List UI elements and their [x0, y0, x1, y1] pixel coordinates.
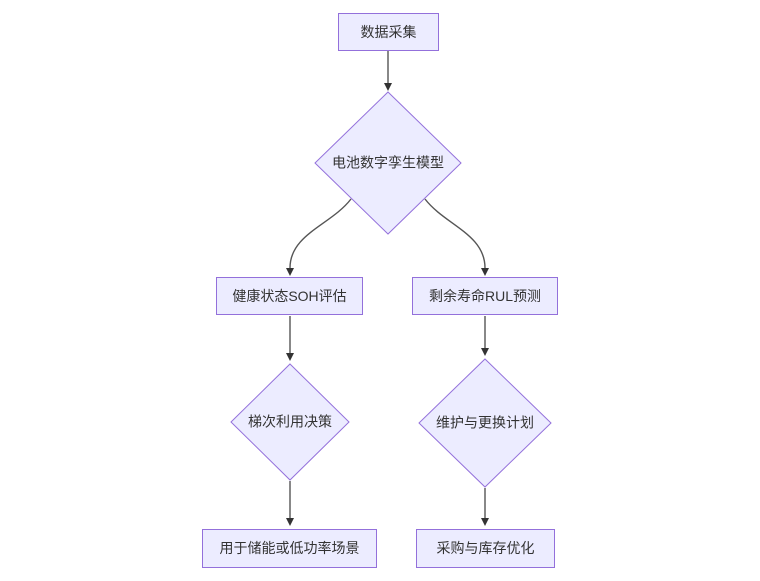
arrowhead-icon [481, 268, 489, 276]
node-storage-low-power-scenario: 用于储能或低功率场景 [202, 529, 377, 568]
edge-data-collection-to-model [384, 51, 392, 91]
node-soh-evaluation-label: 健康状态SOH评估 [232, 287, 347, 304]
arrowhead-icon [481, 348, 489, 356]
edge-maintenance-to-procurement [481, 488, 489, 526]
node-data-collection: 数据采集 [338, 13, 439, 51]
node-storage-low-power-scenario-label: 用于储能或低功率场景 [219, 540, 360, 557]
arrowhead-icon [384, 83, 392, 91]
node-maintenance-replacement-plan-label: 维护与更换计划 [436, 414, 534, 431]
node-battery-digital-twin-model-label: 电池数字孪生模型 [332, 154, 444, 171]
node-data-collection-label: 数据采集 [360, 23, 417, 40]
node-rul-prediction-label: 剩余寿命RUL预测 [428, 287, 541, 304]
node-maintenance-replacement-plan-shape [418, 358, 552, 488]
arrowhead-icon [481, 518, 489, 526]
arrowhead-icon [286, 353, 294, 361]
edge-soh-to-cascade-decision [286, 316, 294, 361]
node-cascade-utilization-decision-label: 梯次利用决策 [248, 413, 332, 430]
edge-model-to-soh-evaluation [286, 198, 352, 276]
node-procurement-inventory-optimization-label: 采购与库存优化 [436, 540, 535, 557]
node-battery-digital-twin-model-shape [314, 91, 462, 235]
node-soh-evaluation: 健康状态SOH评估 [216, 277, 363, 315]
arrowhead-icon [286, 268, 294, 276]
edge-rul-to-maintenance-plan [481, 316, 489, 356]
node-cascade-utilization-decision-shape [230, 363, 350, 481]
edge-cascade-to-storage-scenario [286, 481, 294, 526]
node-rul-prediction: 剩余寿命RUL预测 [412, 277, 558, 315]
edge-model-to-rul-prediction [424, 198, 489, 276]
node-procurement-inventory-optimization: 采购与库存优化 [416, 529, 555, 568]
arrowhead-icon [286, 518, 294, 526]
